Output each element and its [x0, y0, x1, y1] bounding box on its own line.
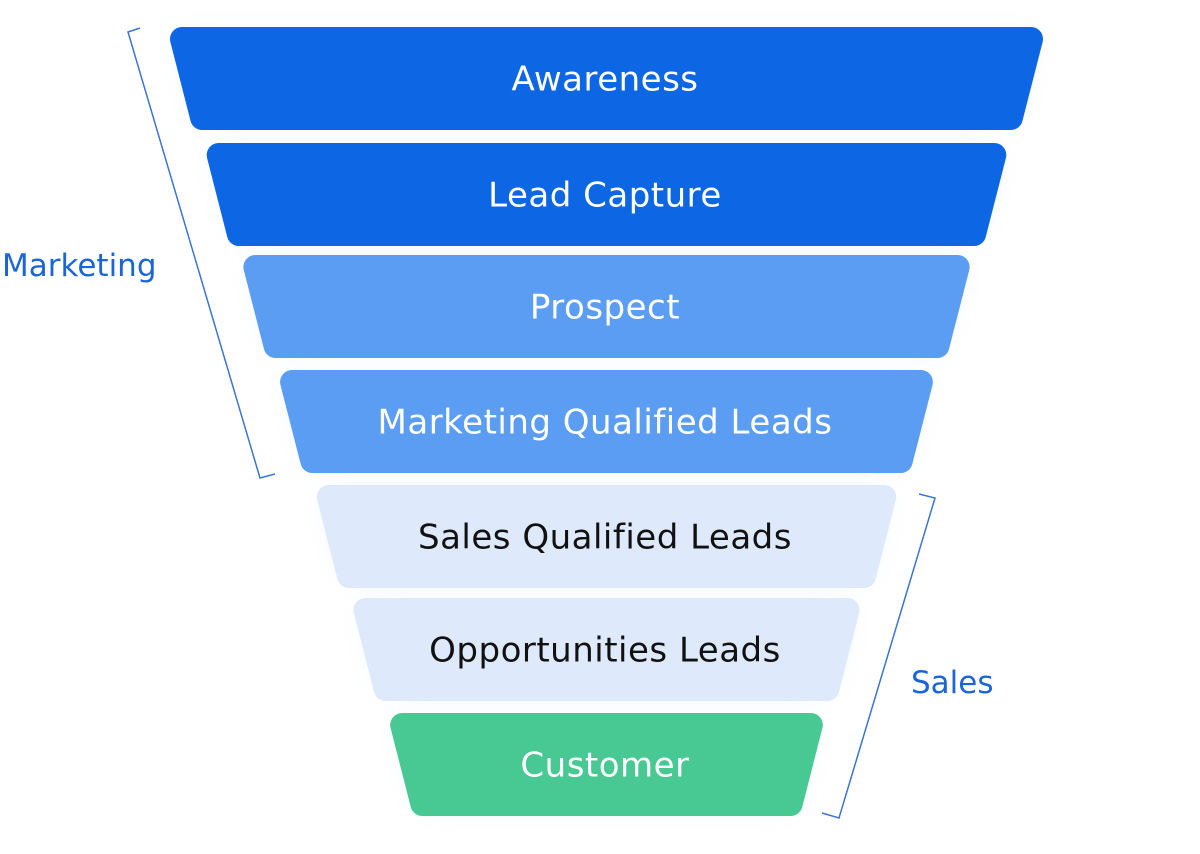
funnel-stage-label: Awareness: [511, 60, 698, 100]
funnel-stage-sales-qualified-leads: Sales Qualified Leads: [316, 485, 897, 588]
funnel-stage-awareness: Awareness: [170, 27, 1043, 130]
funnel-stage-opportunities-leads: Opportunities Leads: [353, 598, 860, 701]
funnel-stage-label: Prospect: [530, 288, 680, 328]
funnel-stage-prospect: Prospect: [243, 255, 970, 358]
funnel-stage-customer: Customer: [390, 713, 823, 816]
funnel-stage-label: Lead Capture: [488, 176, 722, 216]
sales-bracket: Sales: [821, 493, 994, 819]
funnel-stage-shape: [353, 598, 860, 701]
funnel-stage-label: Sales Qualified Leads: [418, 518, 792, 558]
funnel-stage-shape: [243, 255, 970, 358]
funnel-stage-lead-capture: Lead Capture: [206, 143, 1007, 246]
funnel-stage-shape: [316, 485, 897, 588]
funnel-stage-shape: [170, 27, 1043, 130]
funnel-stage-marketing-qualified-leads: Marketing Qualified Leads: [280, 370, 933, 473]
funnel-stage-label: Customer: [520, 746, 689, 786]
funnel-stage-label: Opportunities Leads: [429, 631, 781, 671]
marketing-group-label: Marketing: [2, 248, 157, 284]
sales-group-label: Sales: [911, 665, 994, 701]
funnel-stage-shape: [206, 143, 1007, 246]
funnel-stage-label: Marketing Qualified Leads: [378, 403, 833, 443]
marketing-bracket: Marketing: [2, 27, 276, 479]
funnel-stage-shape: [280, 370, 933, 473]
funnel-stage-shape: [390, 713, 823, 816]
